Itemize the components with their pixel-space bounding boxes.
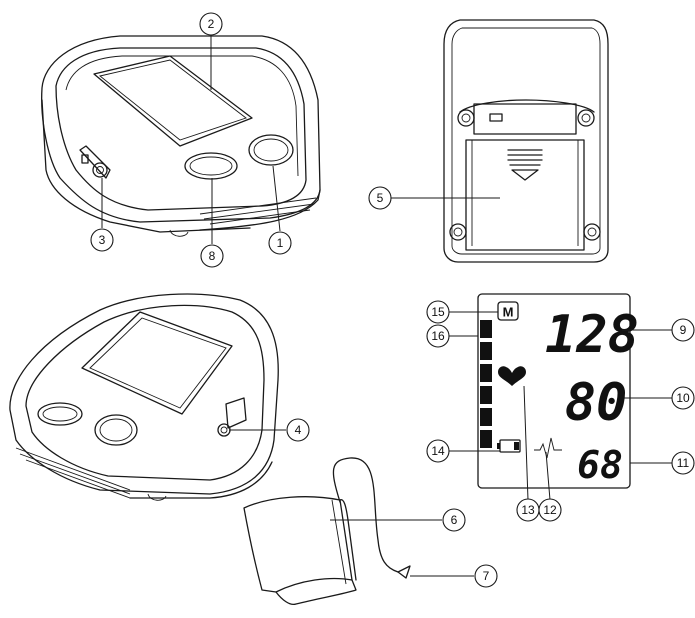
callout-15: 15 [426,300,450,324]
heart-icon [498,366,526,386]
svg-text:15: 15 [431,305,445,319]
svg-text:3: 3 [99,233,106,247]
svg-text:6: 6 [451,513,458,527]
pulse-value: 68 [577,443,623,487]
svg-text:7: 7 [483,569,490,583]
svg-text:11: 11 [677,456,690,470]
callout-2: 2 [199,12,223,36]
callout-10: 10 [671,386,695,410]
callout-9: 9 [671,318,695,342]
cuff-drawing [243,457,474,606]
callout-14: 14 [426,439,450,463]
svg-text:16: 16 [431,329,445,343]
svg-text:4: 4 [295,423,302,437]
svg-text:1: 1 [277,236,284,250]
memory-icon: M [497,301,519,321]
lcd-display: M 128 80 68 [449,293,677,501]
svg-text:5: 5 [377,191,384,205]
callout-6: 6 [442,508,466,532]
systolic-value: 128 [545,305,639,365]
monitor-back-view [391,19,609,263]
callout-13: 13 [516,498,540,522]
memory-label: M [503,305,514,320]
callout-4: 4 [286,418,310,442]
callout-12: 12 [538,498,562,522]
callout-1: 1 [268,231,292,255]
monitor-side-view [9,293,286,501]
monitor-front-view [41,35,321,244]
svg-text:12: 12 [543,503,557,517]
callout-8: 8 [200,244,224,268]
diastolic-value: 80 [565,373,628,433]
callout-5: 5 [368,186,392,210]
svg-text:8: 8 [209,249,216,263]
battery-icon [497,439,521,453]
callout-16: 16 [426,324,450,348]
svg-text:14: 14 [431,444,445,458]
svg-text:10: 10 [676,391,690,405]
bp-level-bars [480,320,492,448]
callout-11: 11 [671,451,695,475]
svg-text:2: 2 [208,17,215,31]
svg-text:9: 9 [680,323,687,337]
callout-3: 3 [90,228,114,252]
svg-text:13: 13 [521,503,535,517]
callout-7: 7 [474,564,498,588]
pulse-wave-icon [534,437,562,459]
